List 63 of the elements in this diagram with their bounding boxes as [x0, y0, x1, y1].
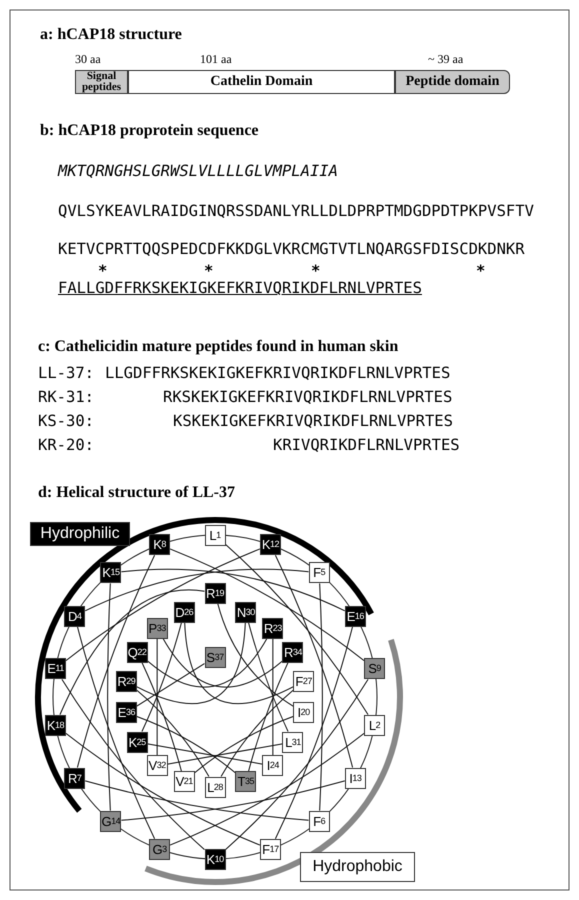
helix-connector [225, 678, 369, 850]
helix-connector [76, 626, 156, 840]
helix-connector [136, 622, 246, 704]
helix-connector [274, 554, 354, 768]
helix-connector [59, 589, 205, 716]
length-label: ~ 39 aa [428, 52, 464, 67]
helix-connector [120, 568, 346, 612]
helix-connector [272, 638, 274, 756]
helix-connector [147, 638, 268, 688]
helix-connector [107, 582, 111, 812]
helix-connector [162, 638, 283, 688]
domain-segment: Peptide domain [395, 70, 510, 94]
helix-connector [248, 622, 289, 732]
sequence-text: RKSKEKIGKEFKRIVQRIKDFLRNLVPRTES [163, 388, 452, 406]
helix-connector [220, 690, 294, 777]
peptide-name: KS-30: [38, 412, 94, 430]
region-label-box: Hydrophobic [300, 852, 415, 882]
helix-connector [84, 780, 310, 821]
sequence-text: KSKEKIGKEFKRIVQRIKDFLRNLVPRTES [173, 412, 453, 430]
helix-connector [274, 626, 354, 840]
helix-connector [65, 732, 260, 846]
helix-connector [156, 638, 158, 756]
cysteine-mark: * [311, 262, 320, 280]
cysteine-mark: * [204, 262, 214, 280]
helix-connector [217, 603, 294, 707]
peptide-name: LL-37: [38, 364, 94, 382]
helix-connector [141, 662, 182, 772]
section-heading: d: Helical structure of LL-37 [38, 484, 236, 502]
peptide-name: RK-31: [38, 388, 94, 406]
helix-connector [184, 622, 294, 704]
helix-connector [319, 582, 323, 812]
sequence-text: KRIVQRIKDFLRNLVPRTES [273, 436, 460, 454]
cysteine-mark: * [98, 262, 108, 280]
helix-connector [76, 554, 156, 768]
sequence-text: MKTQRNGHSLGRWSLVLLLLGLVMPLAIIA [58, 162, 338, 180]
section-heading: b: hCAP18 proprotein sequence [40, 122, 259, 140]
helix-connector [170, 732, 365, 846]
sequence-text: LLGDFFRKSKEKIGKEFKRIVQRIKDFLRNLVPRTES [105, 364, 450, 382]
sequence-text: QVLSYKEAVLRAIDGINQRSSDANLYRLLDLDPRPTMDGDPDTPKPVSFTV [58, 202, 534, 220]
helix-connector [136, 690, 210, 777]
helix-connector [65, 548, 260, 662]
cysteine-mark: * [476, 262, 486, 280]
helix-connector [225, 544, 369, 716]
domain-segment: Signal peptides [75, 70, 128, 94]
peptide-name: KR-20: [38, 436, 94, 454]
helix-connector [84, 568, 310, 612]
helix-connector [136, 716, 236, 774]
section-heading: c: Cathelicidin mature peptides found in human skin [38, 338, 398, 356]
helix-connector [170, 548, 365, 662]
sequence-text: KETVCPRTTQQSPEDCDFKKDGLVKRCMGTVTLNQARGSFDISCDKDNKR [58, 240, 525, 258]
helix-connector [167, 743, 283, 765]
helix-connector [141, 622, 182, 732]
section-heading: a: hCAP18 structure [40, 26, 182, 44]
helix-connector [194, 716, 294, 774]
length-label: 30 aa [75, 52, 101, 67]
helix-connector [61, 678, 205, 850]
domain-segment: Cathelin Domain [128, 70, 395, 94]
helix-connector [120, 780, 346, 821]
length-label: 101 aa [200, 52, 232, 67]
helix-connector [248, 662, 289, 772]
sequence-text: FALLGDFFRKSKEKIGKEFKRIVQRIKDFLRNLVPRTES [58, 279, 422, 297]
helix-connector [147, 743, 263, 765]
region-label-box: Hydrophilic [30, 522, 130, 546]
